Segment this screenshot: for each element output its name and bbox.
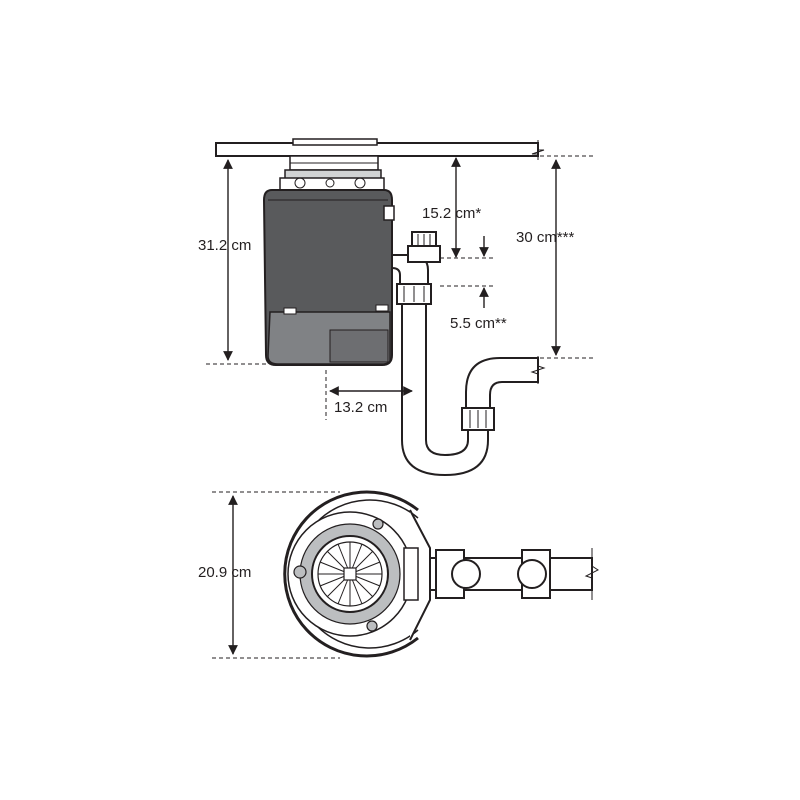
label-unit-diameter: 20.9 cm xyxy=(198,564,251,581)
dimension-outlet-offset: 5.5 cm** xyxy=(440,285,507,332)
dimension-trap-depth: 30 cm*** xyxy=(516,155,594,359)
top-discharge-pipe xyxy=(421,548,599,600)
dimension-total-height: 31.2 cm xyxy=(198,159,270,365)
label-trap-depth: 30 cm*** xyxy=(516,229,575,246)
disposer-body xyxy=(262,189,395,366)
discharge-pipe xyxy=(391,231,546,477)
mounting-assembly xyxy=(279,155,385,191)
dimension-unit-diameter: 20.9 cm xyxy=(198,491,340,659)
label-outlet-reach: 13.2 cm xyxy=(334,399,387,416)
label-inlet-depth: 15.2 cm* xyxy=(422,205,481,222)
top-view: 20.9 cm xyxy=(198,490,599,659)
label-outlet-offset: 5.5 cm** xyxy=(450,315,507,332)
side-view: 31.2 cm 15.2 cm* 5.5 cm** 30 cm*** 13.2 … xyxy=(198,138,594,477)
sink-countertop xyxy=(215,138,545,160)
dimension-outlet-reach: 13.2 cm xyxy=(325,370,413,420)
disposer-top xyxy=(283,490,431,658)
dimension-inlet-depth: 15.2 cm* xyxy=(422,157,494,259)
label-total-height: 31.2 cm xyxy=(198,237,251,254)
